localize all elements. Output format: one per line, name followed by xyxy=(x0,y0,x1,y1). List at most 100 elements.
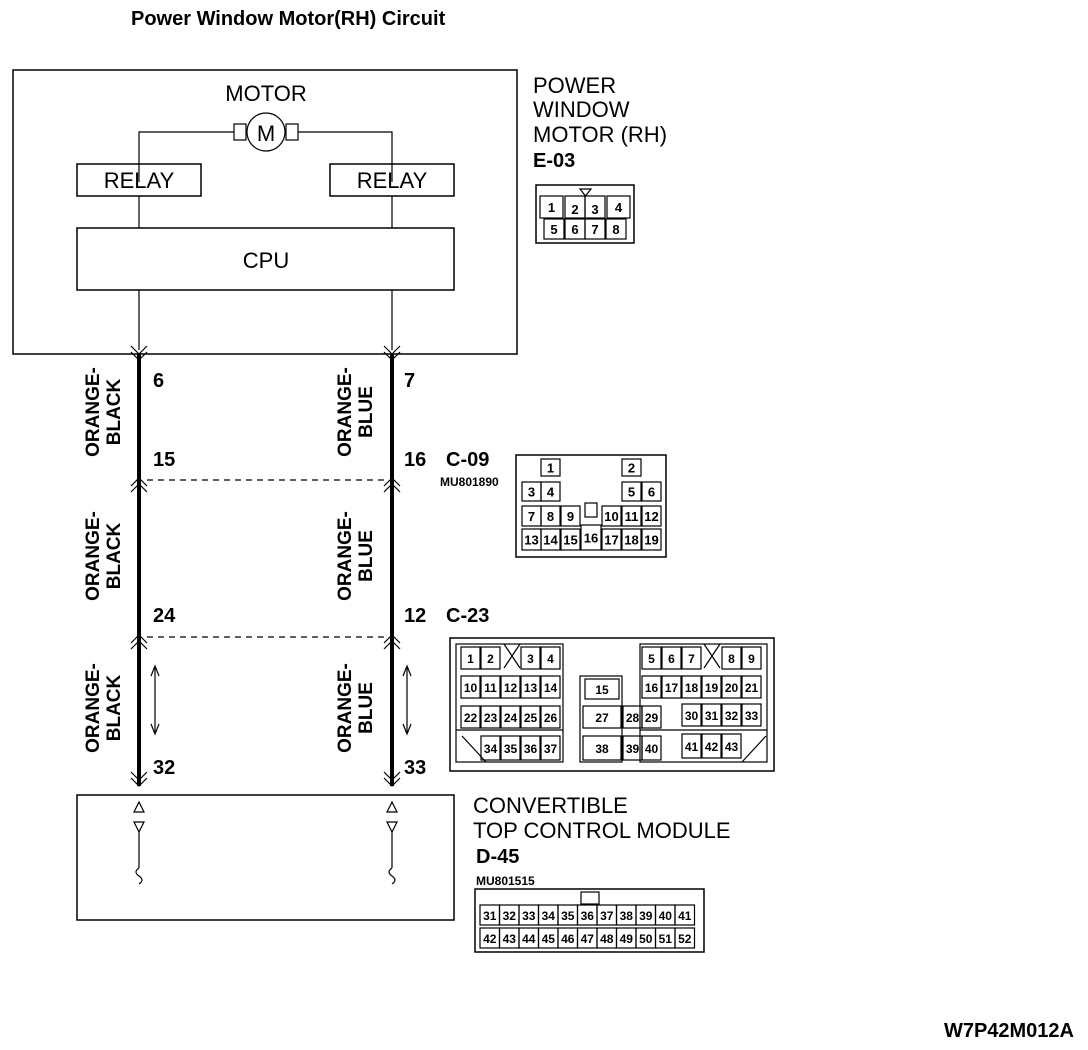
c23-pin: 15 xyxy=(595,683,609,697)
d45-pin: 41 xyxy=(678,909,692,923)
e03-connector-face: 1 2 3 4 5 6 7 8 xyxy=(535,184,635,244)
svg-text:BLUE: BLUE xyxy=(356,682,377,734)
figure-code: W7P42M012A xyxy=(944,1020,1074,1042)
terminal-c23-right: 12 xyxy=(404,605,426,627)
motor-name-line-1: POWER xyxy=(533,73,616,98)
c23-pin: 21 xyxy=(745,681,759,695)
c23-pin-cell xyxy=(701,733,722,759)
c23-pin: 12 xyxy=(504,681,518,695)
c23-pin: 26 xyxy=(544,711,558,725)
c09-pin-cell xyxy=(540,528,561,551)
c09-pin-cell xyxy=(580,524,602,551)
c23-pin: 24 xyxy=(504,711,518,725)
motor-label: MOTOR xyxy=(225,81,306,106)
d45-pin-cell xyxy=(674,927,696,949)
d45-pin: 43 xyxy=(503,932,517,946)
c23-pin-cell xyxy=(641,646,662,670)
double-arrow-icon xyxy=(150,664,412,736)
c09-pin: 4 xyxy=(547,485,555,500)
c09-pin: 15 xyxy=(563,533,577,548)
c23-pin: 14 xyxy=(544,681,558,695)
svg-text:BLUE: BLUE xyxy=(356,530,377,582)
c09-connector-label: C-09 xyxy=(446,449,489,471)
d45-pin: 49 xyxy=(620,932,634,946)
wire-color-label: ORANGE- BLACK xyxy=(83,511,125,601)
svg-text:ORANGE-: ORANGE- xyxy=(83,663,104,753)
c09-pin-cell xyxy=(621,528,642,551)
c09-key xyxy=(584,502,598,518)
e03-pin: 4 xyxy=(615,200,623,215)
c09-pin-cell xyxy=(560,505,581,527)
c09-pin-cell xyxy=(641,481,662,502)
d45-pin: 48 xyxy=(600,932,614,946)
c23-pin-cell xyxy=(681,703,702,727)
c23-pin-cell xyxy=(721,703,742,727)
c23-pin: 30 xyxy=(685,709,699,723)
svg-text:BLACK: BLACK xyxy=(104,674,125,741)
terminal-d45-right: 33 xyxy=(404,757,426,779)
c23-pin-cell xyxy=(460,646,481,670)
c09-pin: 19 xyxy=(644,533,658,548)
c23-pin: 38 xyxy=(595,742,609,756)
c23-pin: 6 xyxy=(668,652,675,666)
d45-pin: 39 xyxy=(639,909,653,923)
c09-pin-cell xyxy=(641,505,662,527)
c23-pin: 34 xyxy=(484,742,498,756)
c23-pin: 32 xyxy=(725,709,739,723)
svg-text:BLACK: BLACK xyxy=(104,522,125,589)
c09-pin-cell xyxy=(621,458,642,477)
d45-pin: 40 xyxy=(659,909,673,923)
e03-connector-label: E-03 xyxy=(533,150,575,172)
c23-pin-cell xyxy=(500,735,521,761)
c23-pin: 13 xyxy=(524,681,538,695)
c23-pin-cell xyxy=(661,646,682,670)
e03-pin: 5 xyxy=(550,222,557,237)
d45-part-number: MU801515 xyxy=(476,874,535,888)
c23-pin-cell xyxy=(520,735,541,761)
d45-pin: 52 xyxy=(678,932,692,946)
c23-connector-face xyxy=(449,637,775,772)
c23-pin: 3 xyxy=(527,652,534,666)
c23-pin-cell xyxy=(681,675,702,699)
relay-left-label: RELAY xyxy=(104,168,175,193)
c23-pin-cell xyxy=(500,705,521,729)
c23-pin-cell xyxy=(701,675,722,699)
c23-pin: 25 xyxy=(524,711,538,725)
d45-connector-label: D-45 xyxy=(476,846,519,868)
wire-color-label: ORANGE- BLACK xyxy=(83,663,125,753)
c09-pin: 12 xyxy=(644,509,658,524)
c09-part-number: MU801890 xyxy=(440,475,499,489)
c23-pin-cell xyxy=(721,675,742,699)
motor-name-line-2: WINDOW xyxy=(533,97,630,122)
c23-pin-cell xyxy=(480,735,501,761)
c09-pin: 16 xyxy=(584,531,598,546)
c23-pin-cell xyxy=(480,705,501,729)
e03-pin: 6 xyxy=(571,222,578,237)
terminal-e03-right: 7 xyxy=(404,370,415,392)
d45-pin: 34 xyxy=(542,909,556,923)
wire-color-label: ORANGE- BLACK xyxy=(83,367,125,457)
e03-pin: 3 xyxy=(591,202,598,217)
c09-pin: 1 xyxy=(547,461,554,476)
diagram-title: Power Window Motor(RH) Circuit xyxy=(131,8,446,30)
d45-pin: 46 xyxy=(561,932,575,946)
c09-pin: 13 xyxy=(524,533,538,548)
c09-pin-cell xyxy=(601,505,622,527)
c09-pin: 17 xyxy=(604,533,618,548)
c23-pin-cell xyxy=(500,675,521,699)
c23-pin-cell xyxy=(641,735,662,761)
svg-text:ORANGE-: ORANGE- xyxy=(83,367,104,457)
c23-housing xyxy=(455,643,768,763)
svg-text:BLACK: BLACK xyxy=(104,378,125,445)
c23-pin: 10 xyxy=(464,681,478,695)
c09-pin: 10 xyxy=(604,509,618,524)
c09-pin-cell xyxy=(641,528,662,551)
d45-pin: 31 xyxy=(483,909,497,923)
c23-pin: 5 xyxy=(648,652,655,666)
c09-pin: 6 xyxy=(648,485,655,500)
c23-pin-cell xyxy=(681,646,702,670)
c23-pin: 16 xyxy=(645,681,659,695)
wire-color-label: ORANGE- BLUE xyxy=(335,663,377,753)
d45-pin: 35 xyxy=(561,909,575,923)
svg-text:BLUE: BLUE xyxy=(356,386,377,438)
